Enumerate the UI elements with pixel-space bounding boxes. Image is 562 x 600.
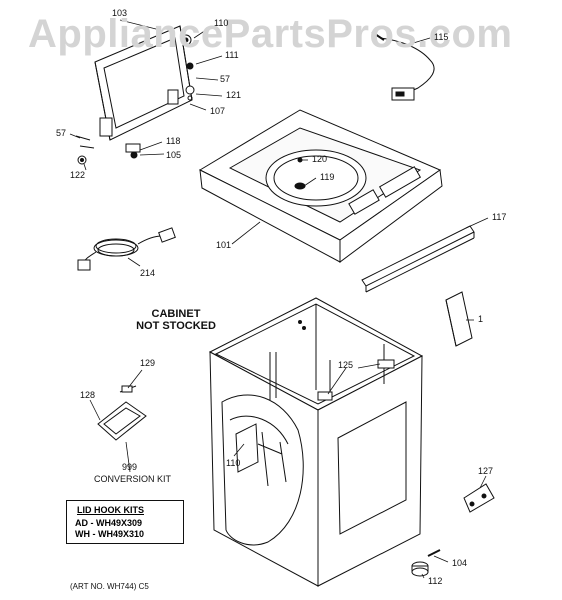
leader-lines	[69, 19, 489, 579]
cabinet-note: CABINET NOT STOCKED	[126, 308, 226, 332]
conversion-kit-label: CONVERSION KIT	[94, 474, 172, 484]
conversion-kit-parts	[97, 385, 147, 441]
part-label-999: 999	[122, 462, 138, 472]
part-label-127: 127	[478, 466, 494, 476]
trim-strip	[361, 225, 475, 293]
watermark-text: AppliancePartsPros.com	[28, 12, 513, 56]
cabinet-note-line1: CABINET	[151, 308, 201, 320]
part-label-129: 129	[140, 358, 156, 368]
part-label-110-cabinet: 110	[226, 458, 241, 468]
part-label-1: 1	[478, 314, 484, 324]
part-label-121: 121	[226, 90, 242, 100]
part-label-107: 107	[210, 106, 226, 116]
lid-hook-kits-title: LID HOOK KITS	[77, 505, 144, 515]
part-label-120: 120	[312, 154, 328, 164]
part-label-112: 112	[428, 576, 443, 586]
cabinet	[208, 297, 424, 587]
part-label-125: 125	[338, 360, 354, 370]
part-label-115: 115	[434, 32, 449, 42]
part-label-128: 128	[80, 390, 96, 400]
rear-bracket	[463, 483, 495, 513]
lid-frame-assembly	[75, 25, 195, 165]
part-label-101: 101	[216, 240, 232, 250]
part-label-119: 119	[320, 172, 335, 182]
lid-hook-kit-ad: AD - WH49X309	[75, 518, 143, 528]
part-label-111: 111	[225, 50, 239, 60]
leveling-foot	[411, 549, 441, 577]
part-label-117: 117	[492, 212, 507, 222]
cabinet-note-line2: NOT STOCKED	[136, 320, 216, 332]
art-number-note: (ART NO. WH744) C5	[70, 582, 149, 591]
wire-harness	[371, 31, 435, 101]
part-label-104: 104	[452, 558, 468, 568]
top-cover	[198, 109, 443, 263]
power-cord	[77, 227, 176, 271]
part-label-103: 103	[112, 8, 128, 18]
tech-sheet	[445, 291, 473, 347]
part-label-118: 118	[166, 136, 181, 146]
part-label-57-left: 57	[56, 128, 67, 138]
part-label-122: 122	[70, 170, 86, 180]
lid-hook-kits-box: LID HOOK KITS AD - WH49X309 WH - WH49X31…	[66, 500, 184, 544]
part-label-105: 105	[166, 150, 182, 160]
part-label-214: 214	[140, 268, 156, 278]
part-label-110: 110	[214, 18, 229, 28]
lid-hook-kit-wh: WH - WH49X310	[75, 529, 145, 539]
part-label-57: 57	[220, 74, 231, 84]
